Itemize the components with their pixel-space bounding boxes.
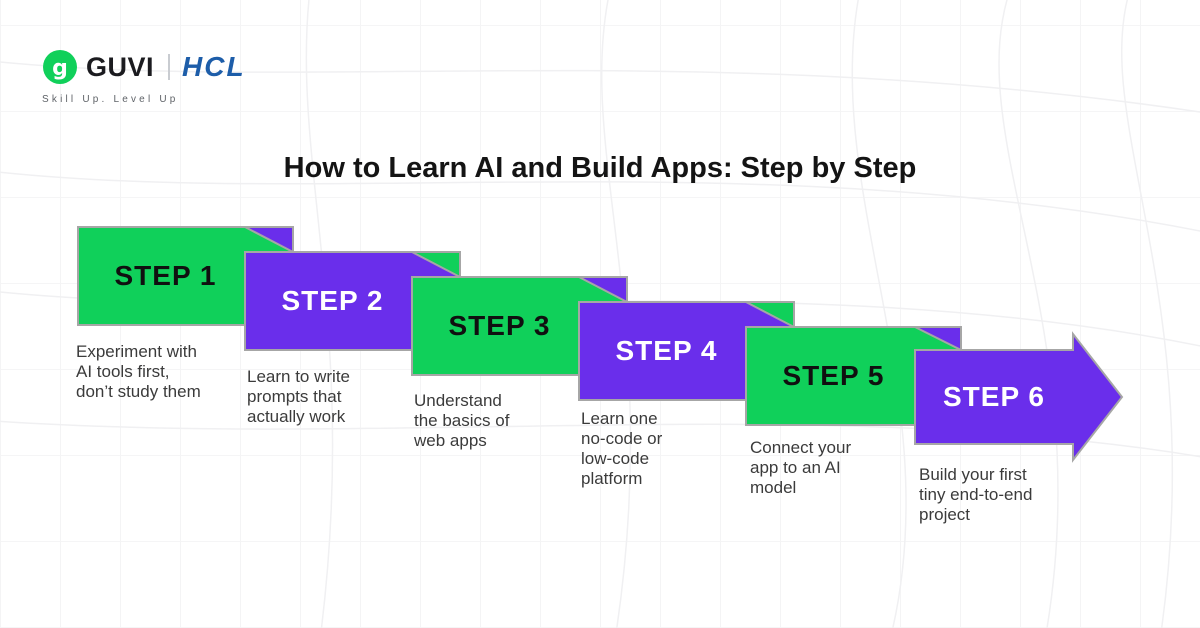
step-3-fold (578, 276, 628, 304)
page-title: How to Learn AI and Build Apps: Step by … (283, 152, 917, 185)
step-4-description: Learn one no-code or low-code platform (581, 409, 663, 488)
svg-text:g: g (52, 56, 68, 81)
step-1-description: Experiment with AI tools first, don’t st… (76, 342, 201, 401)
step-3-description: Understand the basics of web apps (414, 391, 510, 450)
hcl-wordmark: HCL (182, 51, 246, 82)
step-2-fold (411, 251, 461, 279)
step-5-description: Connect your app to an AI model (750, 438, 852, 497)
step-4-fold (745, 301, 795, 329)
brand-tagline: Skill Up. Level Up (42, 94, 179, 105)
guvi-logo-icon: g (43, 50, 77, 84)
step-1-fold (244, 226, 294, 254)
step-6-description: Build your first tiny end-to-end project (919, 465, 1033, 524)
step-6-arrow-ribbon (914, 331, 1124, 463)
step-2-description: Learn to write prompts that actually wor… (247, 367, 350, 426)
guvi-wordmark: GUVI (86, 51, 155, 82)
logo-separator (168, 54, 171, 80)
logo-block: g GUVI HCL Skill Up. Level Up (42, 46, 246, 105)
step-5-fold (914, 326, 962, 352)
